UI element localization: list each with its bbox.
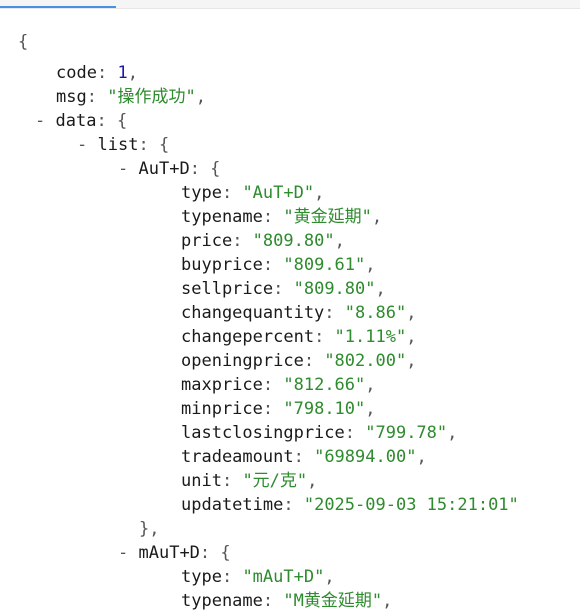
json-key: changequantity: [181, 303, 325, 323]
json-row-field: unit: "元/克",: [181, 471, 318, 491]
json-key: typename: [181, 207, 263, 227]
json-key: msg: [56, 87, 87, 107]
json-row-item: - mAuT+D: {: [118, 543, 231, 563]
json-row-field: updatetime: "2025-09-03 15:21:01": [181, 495, 519, 515]
json-row-field: type: "mAuT+D",: [181, 567, 335, 587]
collapse-toggle[interactable]: -: [35, 111, 46, 131]
json-row-field: tradeamount: "69894.00",: [181, 447, 427, 467]
json-value: "812.66": [283, 375, 366, 395]
json-value: "8.86": [344, 303, 407, 323]
json-key: tradeamount: [181, 447, 294, 467]
json-key: mAuT+D: [138, 543, 200, 563]
json-key: list: [97, 135, 139, 155]
tab-bar: [0, 0, 580, 9]
json-key: price: [181, 231, 233, 251]
json-row-field: typename: "M黄金延期",: [181, 591, 393, 611]
json-value: "809.80": [252, 231, 335, 251]
json-value: 1: [117, 63, 128, 83]
json-row-field: changepercent: "1.11%",: [181, 327, 417, 347]
json-key: typename: [181, 591, 263, 611]
json-value: "69894.00": [314, 447, 417, 467]
brace: {: [18, 32, 29, 52]
json-key: minprice: [181, 399, 263, 419]
json-value: "2025-09-03 15:21:01": [303, 495, 519, 515]
json-row-field: type: "AuT+D",: [181, 183, 325, 203]
root-open-brace: {: [18, 30, 28, 54]
json-row-field: openingprice: "802.00",: [181, 351, 417, 371]
active-tab-indicator: [0, 6, 116, 8]
json-value: "809.61": [283, 255, 366, 275]
json-key: data: [55, 111, 97, 131]
json-value: "799.78": [365, 423, 448, 443]
json-row-field: price: "809.80",: [181, 231, 345, 251]
json-key: lastclosingprice: [181, 423, 345, 443]
json-row-field: changequantity: "8.86",: [181, 303, 417, 323]
json-value: "802.00": [324, 351, 407, 371]
json-value: "AuT+D": [242, 183, 315, 203]
json-value: "M黄金延期": [283, 591, 383, 611]
json-row-msg: msg: "操作成功",: [56, 87, 206, 107]
json-value: "809.80": [293, 279, 376, 299]
json-row-field: sellprice: "809.80",: [181, 279, 386, 299]
json-row-field: typename: "黄金延期",: [181, 207, 383, 227]
json-row-data: - data: {: [35, 111, 128, 131]
json-value: "黄金延期": [283, 207, 372, 227]
collapse-toggle[interactable]: -: [77, 135, 88, 155]
json-value: "mAuT+D": [242, 567, 325, 587]
json-value: "798.10": [283, 399, 366, 419]
json-row-list: - list: {: [77, 135, 170, 155]
json-row-field: minprice: "798.10",: [181, 399, 376, 419]
json-value: "操作成功": [107, 87, 196, 107]
json-row-field: maxprice: "812.66",: [181, 375, 376, 395]
json-key: maxprice: [181, 375, 263, 395]
json-key: sellprice: [181, 279, 274, 299]
json-row-field: buyprice: "809.61",: [181, 255, 376, 275]
json-key: buyprice: [181, 255, 263, 275]
json-key: AuT+D: [138, 159, 190, 179]
json-row-field: lastclosingprice: "799.78",: [181, 423, 458, 443]
item-close-brace: },: [139, 519, 160, 539]
json-row-code: code: 1,: [56, 63, 138, 83]
json-value: "1.11%": [334, 327, 407, 347]
json-key: type: [181, 567, 222, 587]
collapse-toggle[interactable]: -: [118, 543, 129, 563]
json-key: updatetime: [181, 495, 284, 515]
json-key: code: [56, 63, 97, 83]
json-key: openingprice: [181, 351, 304, 371]
json-key: changepercent: [181, 327, 315, 347]
json-key: unit: [181, 471, 222, 491]
json-value: "元/克": [242, 471, 308, 491]
collapse-toggle[interactable]: -: [118, 159, 129, 179]
json-key: type: [181, 183, 222, 203]
json-row-item: - AuT+D: {: [118, 159, 221, 179]
